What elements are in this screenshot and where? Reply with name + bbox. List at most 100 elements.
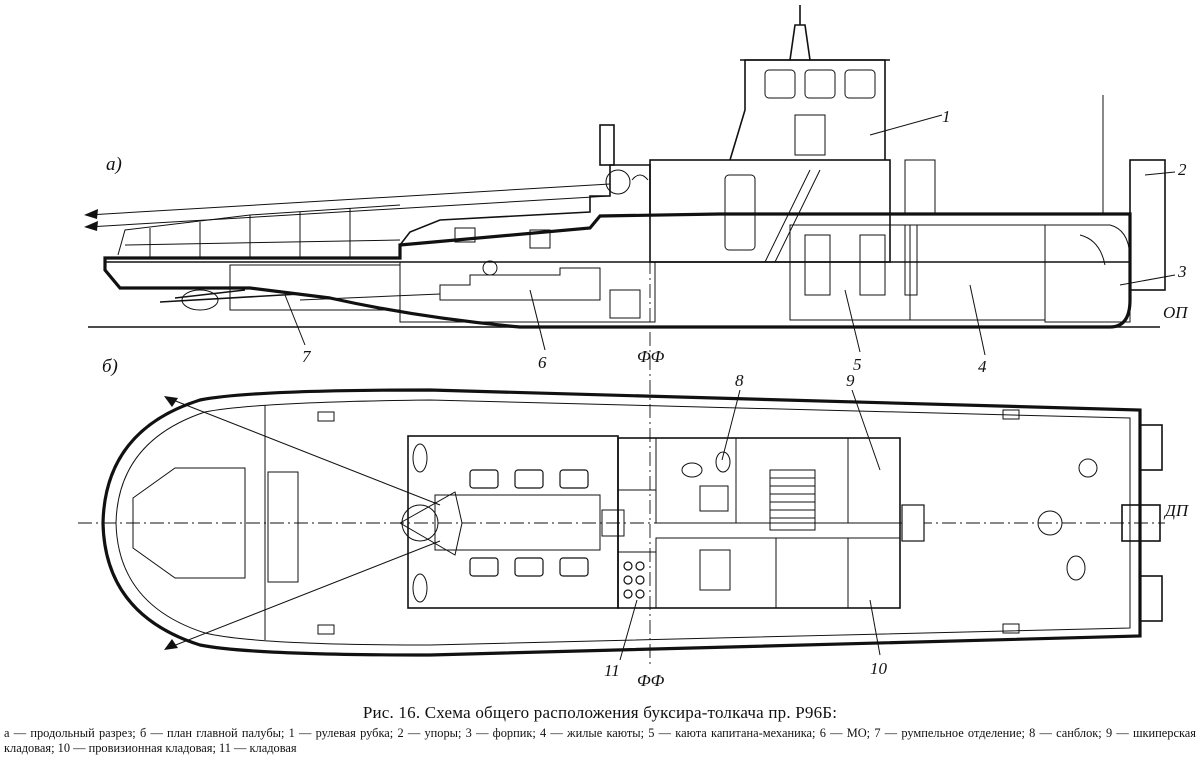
engine-flywheel	[482, 260, 498, 276]
towing-hook-plan	[401, 504, 439, 542]
forepeak	[1044, 224, 1131, 323]
captain-cabin	[789, 224, 911, 321]
deck-inner-outline	[115, 399, 1131, 646]
ship-arrangement-drawing: а) ОП	[78, 5, 1190, 690]
plan-tow-line-stbd	[167, 540, 441, 649]
deck-hull-outline	[101, 388, 1142, 657]
hawse-pipe	[1066, 555, 1086, 581]
longitudinal-section: а) ОП	[84, 5, 1189, 668]
callout-11: 11	[604, 661, 620, 680]
callout-8: 8	[735, 371, 744, 390]
wheelhouse-window-2	[804, 69, 836, 99]
wheelhouse	[729, 59, 886, 161]
centerline-label: ДП	[1163, 501, 1190, 520]
engine-skylight-blocks	[469, 469, 589, 577]
deckhouse-door	[724, 174, 756, 251]
skipper-store	[847, 437, 901, 524]
tow-arrow-lower	[84, 221, 98, 231]
leader-6	[529, 289, 546, 351]
leader-8	[721, 389, 741, 461]
callout-6: 6	[538, 353, 547, 372]
towing-hook	[631, 174, 649, 181]
propeller	[181, 289, 219, 311]
towing-winch	[605, 169, 631, 195]
aft-rail	[124, 239, 401, 246]
engine-room	[399, 261, 656, 323]
pusher-knee-plan-stbd	[1139, 575, 1163, 622]
horn-block	[904, 159, 936, 216]
wheelhouse-window-3	[844, 69, 876, 99]
frame-label-bottom: ФФ	[637, 671, 665, 690]
winch-plan	[601, 509, 625, 537]
leader-10	[869, 599, 881, 656]
bitt-stbd-fwd	[1002, 623, 1020, 634]
cabin-bunk	[904, 224, 918, 296]
pusher-knee	[1129, 159, 1166, 291]
main-engine	[439, 267, 601, 301]
view-a-label: а)	[106, 154, 122, 175]
callout-3: 3	[1177, 262, 1187, 281]
bitt-stbd-aft	[317, 624, 335, 635]
frame-label-top: ФФ	[637, 347, 665, 366]
callout-5: 5	[853, 355, 862, 374]
casing-window-1	[454, 227, 476, 243]
cabin-locker-b	[859, 234, 886, 296]
stern-hatch	[132, 467, 246, 579]
leader-5	[844, 289, 861, 353]
mess-room	[655, 537, 777, 609]
provision-store	[847, 537, 901, 609]
leader-11	[619, 599, 638, 661]
caption-legend: а — продольный разрез; б — план главной …	[4, 726, 1196, 755]
tow-line-upper	[87, 183, 611, 216]
main-deck-plan: б) ДП	[78, 356, 1190, 690]
vent-port	[412, 443, 428, 473]
plan-tow-arrow-port	[164, 396, 178, 407]
engine-shaft	[299, 293, 441, 301]
baseline-label: ОП	[1163, 303, 1189, 322]
leader-2	[1144, 171, 1176, 176]
skylight	[434, 494, 601, 551]
leader-4	[969, 284, 986, 356]
leader-9	[851, 389, 881, 471]
companion-ladder	[764, 169, 821, 263]
figure-caption: Рис. 16. Схема общего расположения букси…	[0, 702, 1200, 756]
casing-window-2	[529, 229, 551, 249]
cabin-plan	[775, 537, 849, 609]
mess-table	[699, 549, 731, 591]
leader-3	[1119, 274, 1176, 286]
engine-casing	[399, 164, 651, 246]
callout-10: 10	[870, 659, 888, 678]
tow-arrow-upper	[84, 209, 98, 219]
engine-aux-unit	[609, 289, 641, 319]
towing-arch	[398, 491, 463, 556]
console	[794, 114, 826, 156]
vent-stbd	[412, 573, 428, 603]
leader-1	[869, 114, 943, 136]
engine-casing-plan	[407, 435, 619, 609]
callout-9: 9	[846, 371, 855, 390]
rudder-stock	[159, 289, 301, 303]
callout-4: 4	[978, 357, 987, 376]
aft-locker	[267, 471, 299, 583]
wheelhouse-window-1	[764, 69, 796, 99]
stair-treads	[770, 477, 815, 519]
bitt-port-fwd	[1002, 409, 1020, 420]
shower	[699, 485, 729, 512]
view-b-label: б)	[102, 356, 118, 377]
deckhouse	[649, 159, 891, 263]
aft-stanchions	[149, 208, 351, 258]
bitt-port-aft	[317, 411, 335, 422]
aft-bulwark	[117, 204, 401, 256]
anchor-locker	[1079, 234, 1106, 266]
washbasin	[681, 462, 703, 478]
bow-coupling	[1121, 504, 1161, 542]
pusher-knee-plan-port	[1139, 424, 1163, 471]
leader-7	[284, 294, 306, 346]
caption-title: Рис. 16. Схема общего расположения букси…	[362, 703, 838, 722]
plan-tow-line-port	[167, 397, 441, 506]
capstan	[1037, 510, 1063, 536]
anchor-windlass	[1078, 458, 1098, 478]
store-room-11-items	[623, 561, 645, 599]
callout-1: 1	[942, 107, 951, 126]
stair-plan	[769, 469, 816, 531]
